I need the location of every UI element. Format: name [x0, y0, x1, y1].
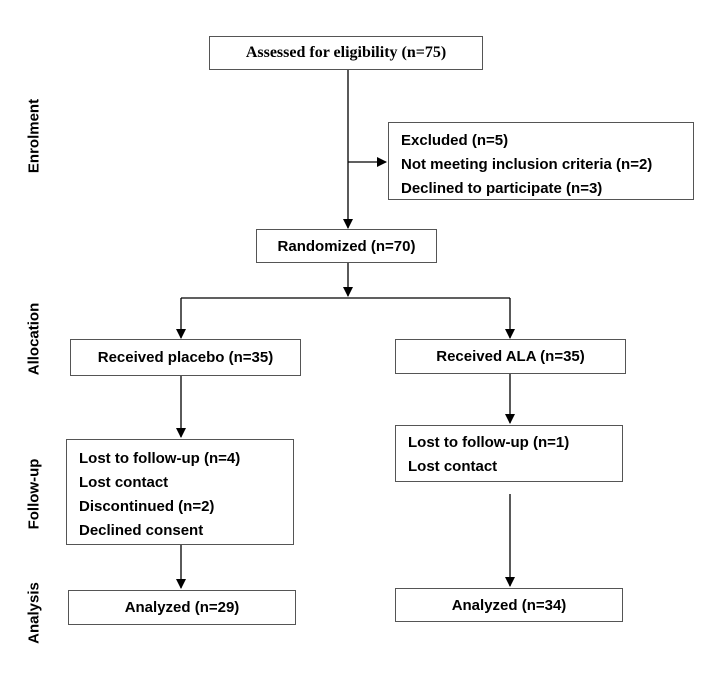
excluded-box: Excluded (n=5) Not meeting inclusion cri…: [388, 122, 694, 200]
stage-label-analysis: Analysis: [25, 582, 43, 644]
placebo-analyzed-box: Analyzed (n=29): [68, 590, 296, 625]
placebo-followup-line: Lost to follow-up (n=4): [79, 450, 241, 467]
placebo-allocation-box: Received placebo (n=35): [70, 339, 301, 376]
randomized-label: Randomized (n=70): [277, 237, 416, 255]
ala-followup-line: Lost contact: [408, 458, 498, 475]
stage-label-enrolment: Enrolment: [25, 98, 43, 174]
ala-allocation-label: Received ALA (n=35): [436, 348, 585, 365]
excluded-line: Not meeting inclusion criteria (n=2): [401, 156, 653, 173]
placebo-followup-line: Declined consent: [79, 522, 204, 539]
ala-allocation-box: Received ALA (n=35): [395, 339, 626, 374]
stage-label-follow-up: Follow-up: [25, 458, 43, 530]
stage-label-allocation: Allocation: [25, 302, 43, 376]
placebo-followup-line: Discontinued (n=2): [79, 498, 215, 515]
placebo-analyzed-label: Analyzed (n=29): [124, 599, 240, 616]
ala-followup-box: Lost to follow-up (n=1) Lost contact: [395, 425, 623, 482]
ala-analyzed-label: Analyzed (n=34): [451, 596, 567, 614]
excluded-line: Declined to participate (n=3): [401, 180, 603, 197]
placebo-followup-line: Lost contact: [79, 474, 169, 491]
ala-followup-line: Lost to follow-up (n=1): [408, 434, 570, 451]
ala-analyzed-box: Analyzed (n=34): [395, 588, 623, 622]
placebo-followup-box: Lost to follow-up (n=4) Lost contact Dis…: [66, 439, 294, 545]
excluded-line: Excluded (n=5): [401, 132, 509, 149]
assessed-label: Assessed for eligibility (n=75): [245, 44, 447, 61]
placebo-allocation-label: Received placebo (n=35): [97, 349, 274, 366]
randomized-box: Randomized (n=70): [256, 229, 437, 263]
assessed-box: Assessed for eligibility (n=75): [209, 36, 483, 70]
